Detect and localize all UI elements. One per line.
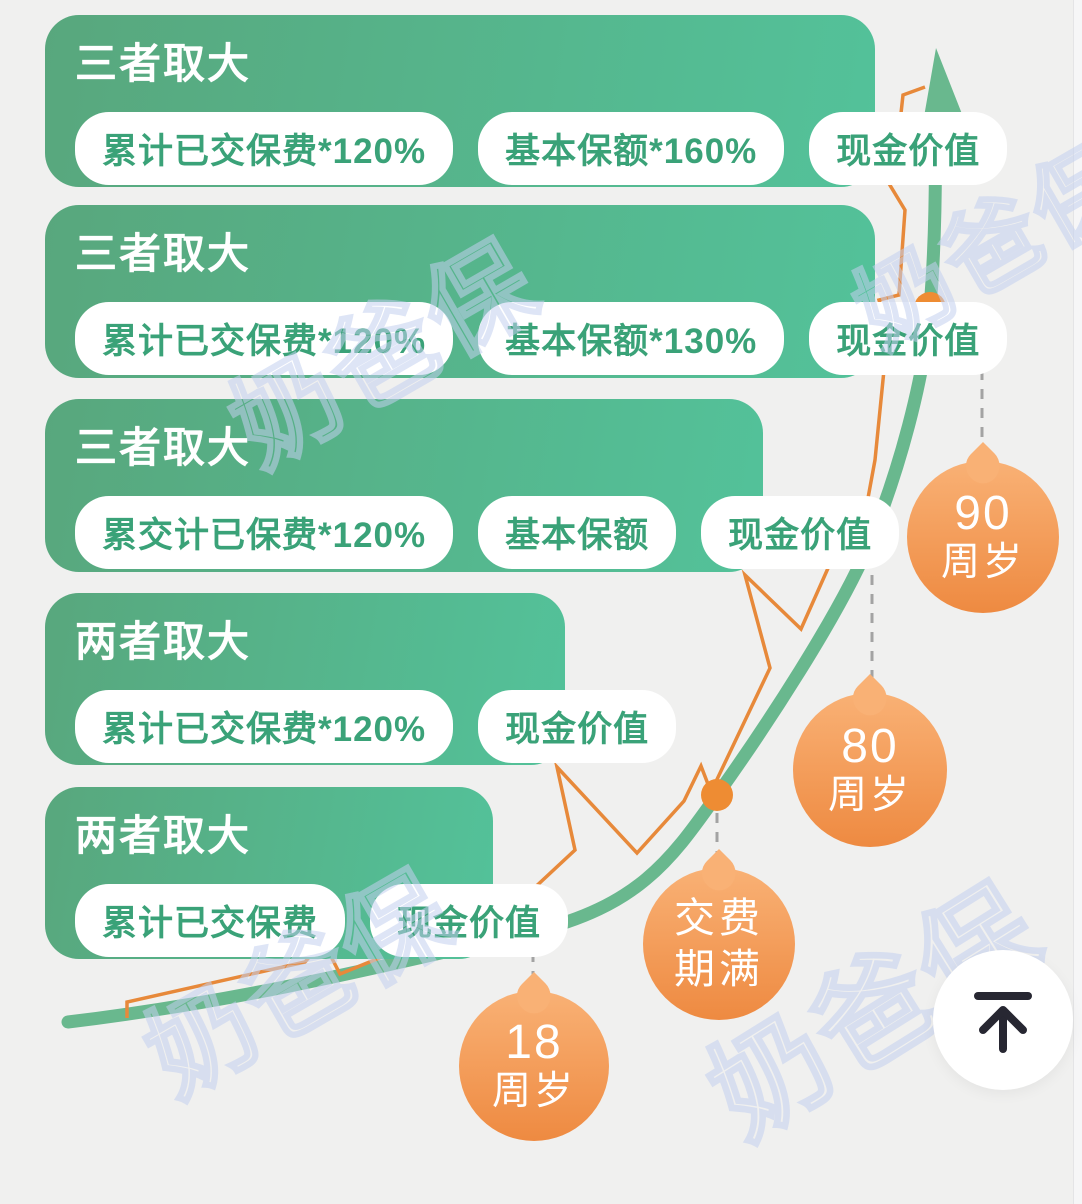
benefit-pill: 累计已交保费*120% [75,302,454,376]
connector-line-90 [948,307,984,458]
benefit-pill: 现金价值 [370,884,569,958]
milestone-balloon-90: 90 周岁 [907,441,1059,613]
benefit-card-2: 三者取大 累计已交保费*120% 基本保额*130% 现金价值 [45,205,1008,378]
milestone-label: 18 [505,1015,563,1069]
benefit-pill: 现金价值 [809,112,1008,186]
milestone-balloon-18: 18 周岁 [459,971,609,1141]
milestone-balloon-paid-up: 交费 期满 [643,848,795,1020]
milestone-label: 90 [954,486,1012,540]
milestone-label: 交费 [674,894,764,941]
milestone-label: 期满 [674,946,764,992]
card-title: 两者取大 [75,618,252,665]
milestone-balloon-80: 80 周岁 [793,673,947,847]
benefit-card-1: 三者取大 累计已交保费*120% 基本保额*160% 现金价值 [45,15,1008,187]
milestone-label: 周岁 [827,774,912,818]
benefit-pill: 基本保额*130% [478,302,785,376]
benefit-pill: 现金价值 [809,302,1008,376]
pill-row: 累计已交保费*120% 基本保额*130% 现金价值 [75,302,1008,376]
benefit-pill: 累计已交保费 [75,884,346,958]
benefit-pill: 基本保额*160% [478,112,785,186]
card-title: 三者取大 [75,40,252,87]
curve-dot-paid [701,779,733,811]
benefit-card-4: 两者取大 累计已交保费*120% 现金价值 [45,593,677,765]
benefit-pill: 现金价值 [701,496,900,570]
benefit-pill: 累交计已保费*120% [75,496,454,570]
benefit-pill: 基本保额 [478,496,677,570]
pill-row: 累计已交保费 现金价值 [75,884,569,958]
pill-row: 累计已交保费*120% 基本保额*160% 现金价值 [75,112,1008,186]
card-title: 三者取大 [75,230,252,277]
card-title: 两者取大 [75,812,252,859]
milestone-label: 80 [841,719,899,773]
benefit-pill: 现金价值 [478,690,677,764]
benefit-pill: 累计已交保费*120% [75,112,454,186]
milestone-label: 周岁 [491,1070,576,1114]
benefit-card-5: 两者取大 累计已交保费 现金价值 [45,787,569,959]
milestone-label: 周岁 [940,541,1025,585]
benefit-pill: 累计已交保费*120% [75,690,454,764]
back-to-top-icon [974,992,1032,1053]
card-title: 三者取大 [75,424,252,471]
pill-row: 累计已交保费*120% 现金价值 [75,690,677,764]
back-to-top-button[interactable] [933,950,1073,1090]
page-right-gutter [1073,0,1082,1204]
pill-row: 累交计已保费*120% 基本保额 现金价值 [75,496,900,570]
benefit-card-3: 三者取大 累交计已保费*120% 基本保额 现金价值 [45,399,900,572]
